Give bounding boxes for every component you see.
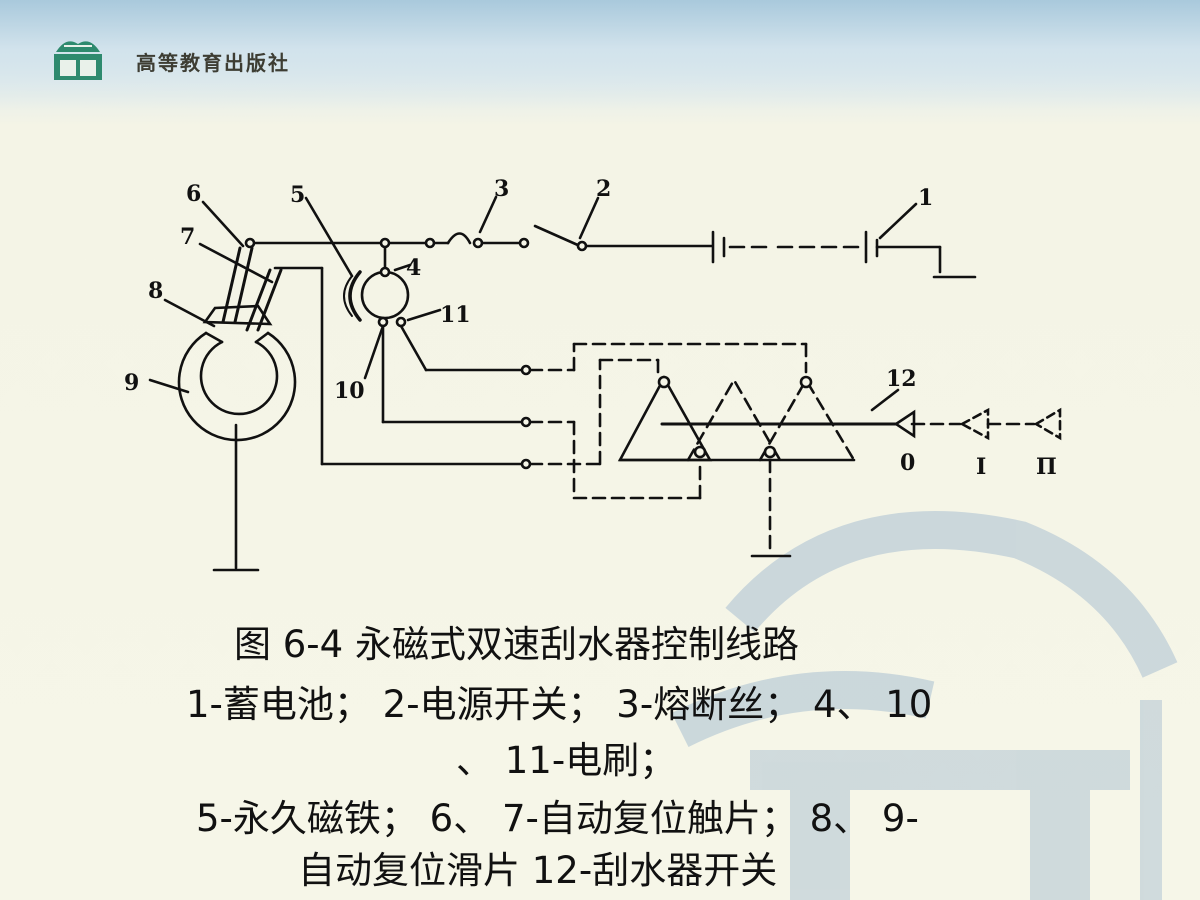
label-magnet: 5 xyxy=(290,182,305,208)
label-power-switch: 2 xyxy=(596,176,611,202)
dragon-watermark xyxy=(671,511,1178,900)
label-brush-4: 4 xyxy=(406,255,421,281)
legend-line-1: 1-蓄电池； 2-电源开关； 3-熔断丝； 4、 10 xyxy=(186,683,933,726)
figure-title: 图 6-4 永磁式双速刮水器控制线路 xyxy=(234,623,799,666)
label-fuse: 3 xyxy=(494,176,509,202)
label-brush-11: 11 xyxy=(440,302,471,328)
label-position-2: Π xyxy=(1036,454,1057,480)
label-position-0: 0 xyxy=(900,450,915,476)
label-contact-7: 7 xyxy=(180,224,195,250)
legend-line-3: 5-永久磁铁； 6、 7-自动复位触片； 8、 9- xyxy=(196,797,919,840)
label-battery: 1 xyxy=(918,185,933,211)
publisher-name: 高等教育出版社 xyxy=(136,51,290,75)
legend-line-2: 、 11-电刷； xyxy=(456,739,677,782)
publisher-logo-icon xyxy=(54,41,102,80)
label-slider-9: 9 xyxy=(124,370,139,396)
label-brush-10: 10 xyxy=(334,378,365,404)
label-wiper-switch: 12 xyxy=(886,366,917,392)
label-contact-6: 6 xyxy=(186,181,201,207)
legend-line-4: 自动复位滑片 12-刮水器开关 xyxy=(298,849,778,892)
label-slider-8: 8 xyxy=(148,278,163,304)
header-band xyxy=(0,0,1200,110)
label-position-1: I xyxy=(976,454,986,480)
